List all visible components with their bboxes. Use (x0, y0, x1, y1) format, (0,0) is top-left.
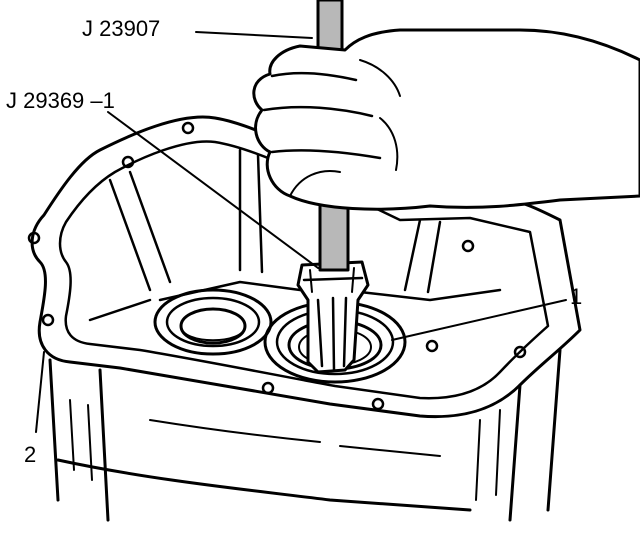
flange-bolt-holes (27, 121, 527, 411)
leader-part-1 (391, 299, 567, 341)
leader-part-2 (35, 351, 45, 433)
label-part-1: 1 (570, 284, 583, 309)
case-lower-body (48, 348, 562, 522)
leader-lines (35, 31, 567, 433)
case-lower-ridges (69, 399, 501, 501)
puller-collet (296, 260, 370, 374)
case-flange-inner (58, 140, 550, 400)
label-tool-a: J 23907 (82, 16, 161, 41)
label-tool-b: J 29369 –1 (6, 88, 115, 113)
leader-tool-b (107, 111, 319, 269)
transmission-case (27, 115, 582, 522)
leader-tool-a (195, 31, 313, 39)
hand-gripping-tool (252, 28, 640, 211)
left-bearing-bore (153, 288, 273, 356)
label-part-2: 2 (24, 442, 37, 467)
